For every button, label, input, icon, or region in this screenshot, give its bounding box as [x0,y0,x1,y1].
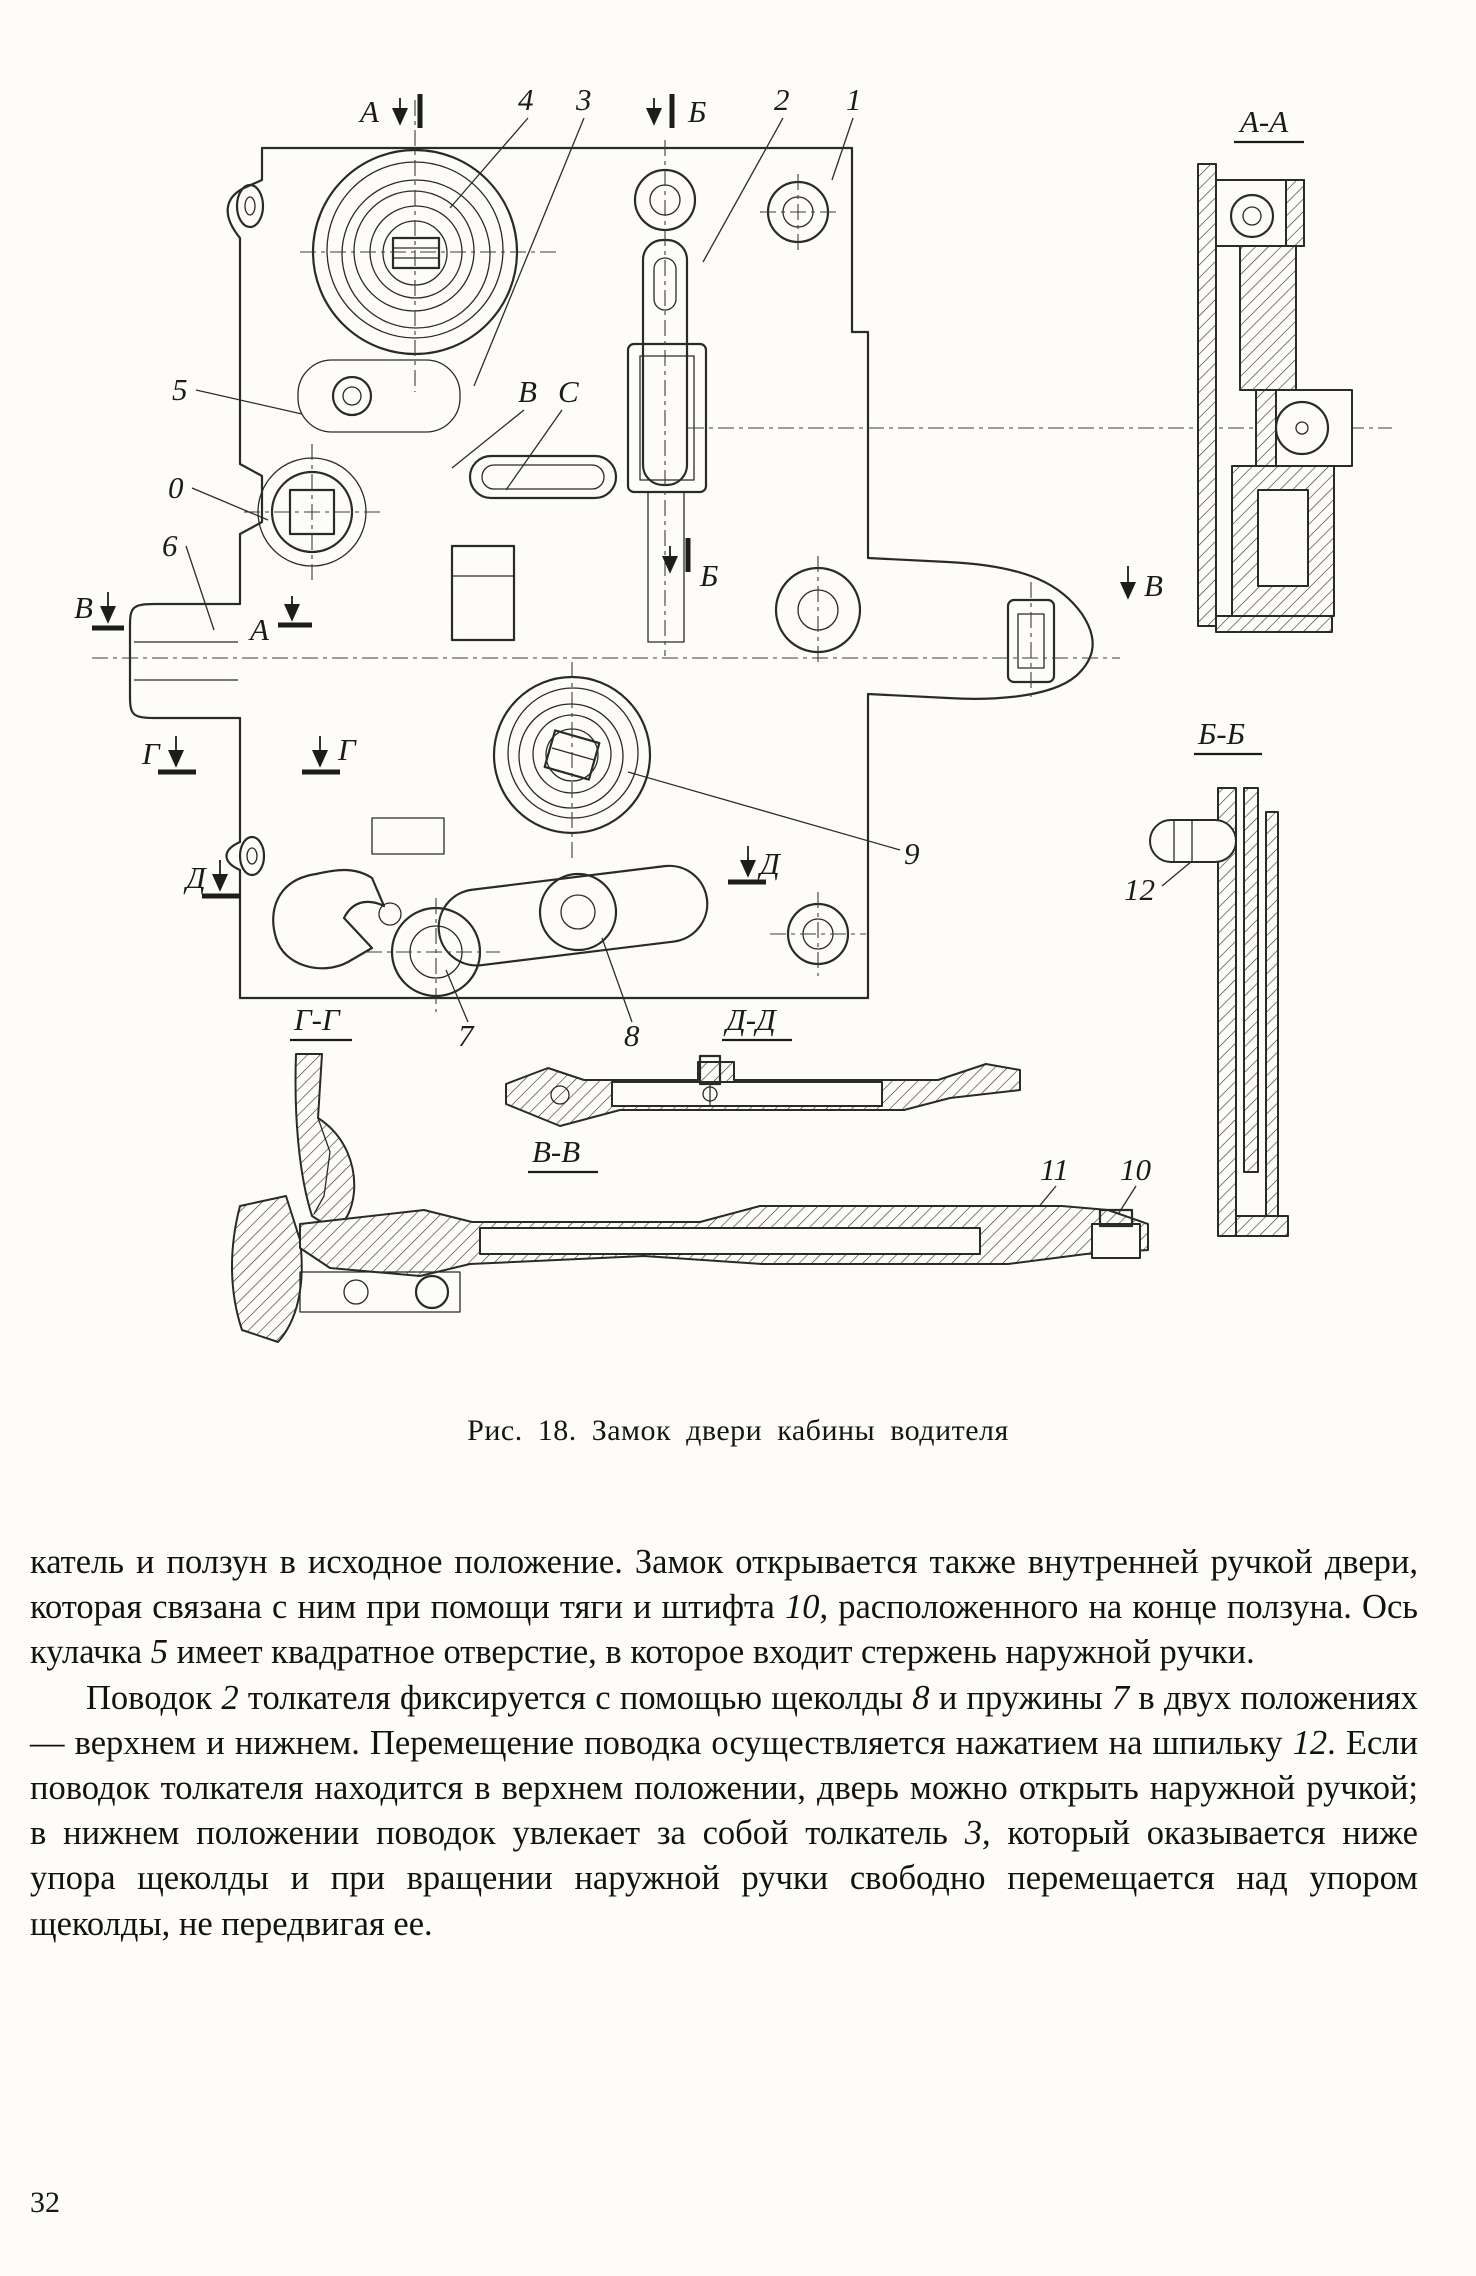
rivet-bottom-left [238,835,266,877]
cut-mark-a-mid: А [248,612,270,647]
section-view-vv: В-В [231,1134,1149,1343]
point-label-v: В [518,374,537,409]
square-shaft-hole [244,444,380,580]
section-label-dd: Д-Д [723,1002,778,1037]
slider-block [450,544,516,642]
section-view-bb: Б-Б [1149,716,1289,1237]
cut-mark-a-top: А [358,94,380,129]
section-view-gg: Г-Г [290,1002,356,1231]
section-label-gg: Г-Г [293,1002,341,1037]
figure-18: А Б А Б В В Г Г Д [74,82,1392,1447]
paragraph-2: Поводок 2 толкателя фиксируется с помощь… [30,1678,1418,1943]
callout-10: 10 [1120,1152,1152,1187]
page-number: 32 [30,2186,60,2219]
cut-mark-d-left: Д [183,860,208,895]
callout-7: 7 [458,1018,475,1053]
cut-mark-v-right: В [1144,568,1163,603]
section-label-aa: А-А [1238,104,1289,139]
bolt-hole-top-right [760,174,836,250]
callout-3: 3 [575,82,592,117]
callout-5: 5 [172,372,188,407]
pusher-rod [626,168,708,643]
paragraph-1: катель и ползун в исходное положение. За… [30,1543,1418,1672]
cut-mark-b-top: Б [687,94,706,129]
callout-8: 8 [624,1018,640,1053]
cut-mark-g-left: Г [141,736,161,771]
detent-lever [437,864,709,967]
callout-6: 6 [162,528,178,563]
bolt-hole-bottom-right [770,892,866,976]
rivet-top-left [235,183,265,229]
cut-mark-d-mid: Д [757,846,782,881]
cam-bracket [297,359,461,433]
callout-9: 9 [904,836,920,871]
callout-11: 11 [1040,1152,1069,1187]
lock-technical-drawing: А Б А Б В В Г Г Д [74,82,1392,1343]
callout-4: 4 [518,82,534,117]
cut-mark-v-left: В [74,590,93,625]
callout-2: 2 [774,82,790,117]
section-cut-marks: А Б А Б В В Г Г Д [74,94,1163,899]
cut-mark-b-mid: Б [699,558,718,593]
cut-mark-g-mid: Г [337,732,357,767]
section-label-bb: Б-Б [1197,716,1245,751]
body-text: катель и ползун в исходное положение. За… [30,1540,1418,1947]
callout-0: 0 [168,470,184,505]
callout-12: 12 [1124,872,1155,907]
point-label-c: С [558,374,579,409]
main-lock-view [92,100,1392,1012]
cam-slot [468,454,618,500]
follower-roller [774,556,862,664]
point-labels: В С [451,374,579,491]
push-pin-12 [1149,819,1237,863]
small-plate [371,817,445,855]
section-view-aa: А-А [1197,104,1353,633]
latch-tongue-roller [1006,582,1056,698]
handle-shaft [134,641,238,681]
figure-caption: Рис. 18. Замок двери кабины водителя [467,1414,1009,1447]
callout-1: 1 [846,82,862,117]
section-label-vv: В-В [532,1134,580,1169]
section-view-dd: Д-Д [505,1002,1021,1127]
part-callouts: 4 3 2 1 5 0 6 9 12 7 8 11 10 [162,82,1199,1233]
